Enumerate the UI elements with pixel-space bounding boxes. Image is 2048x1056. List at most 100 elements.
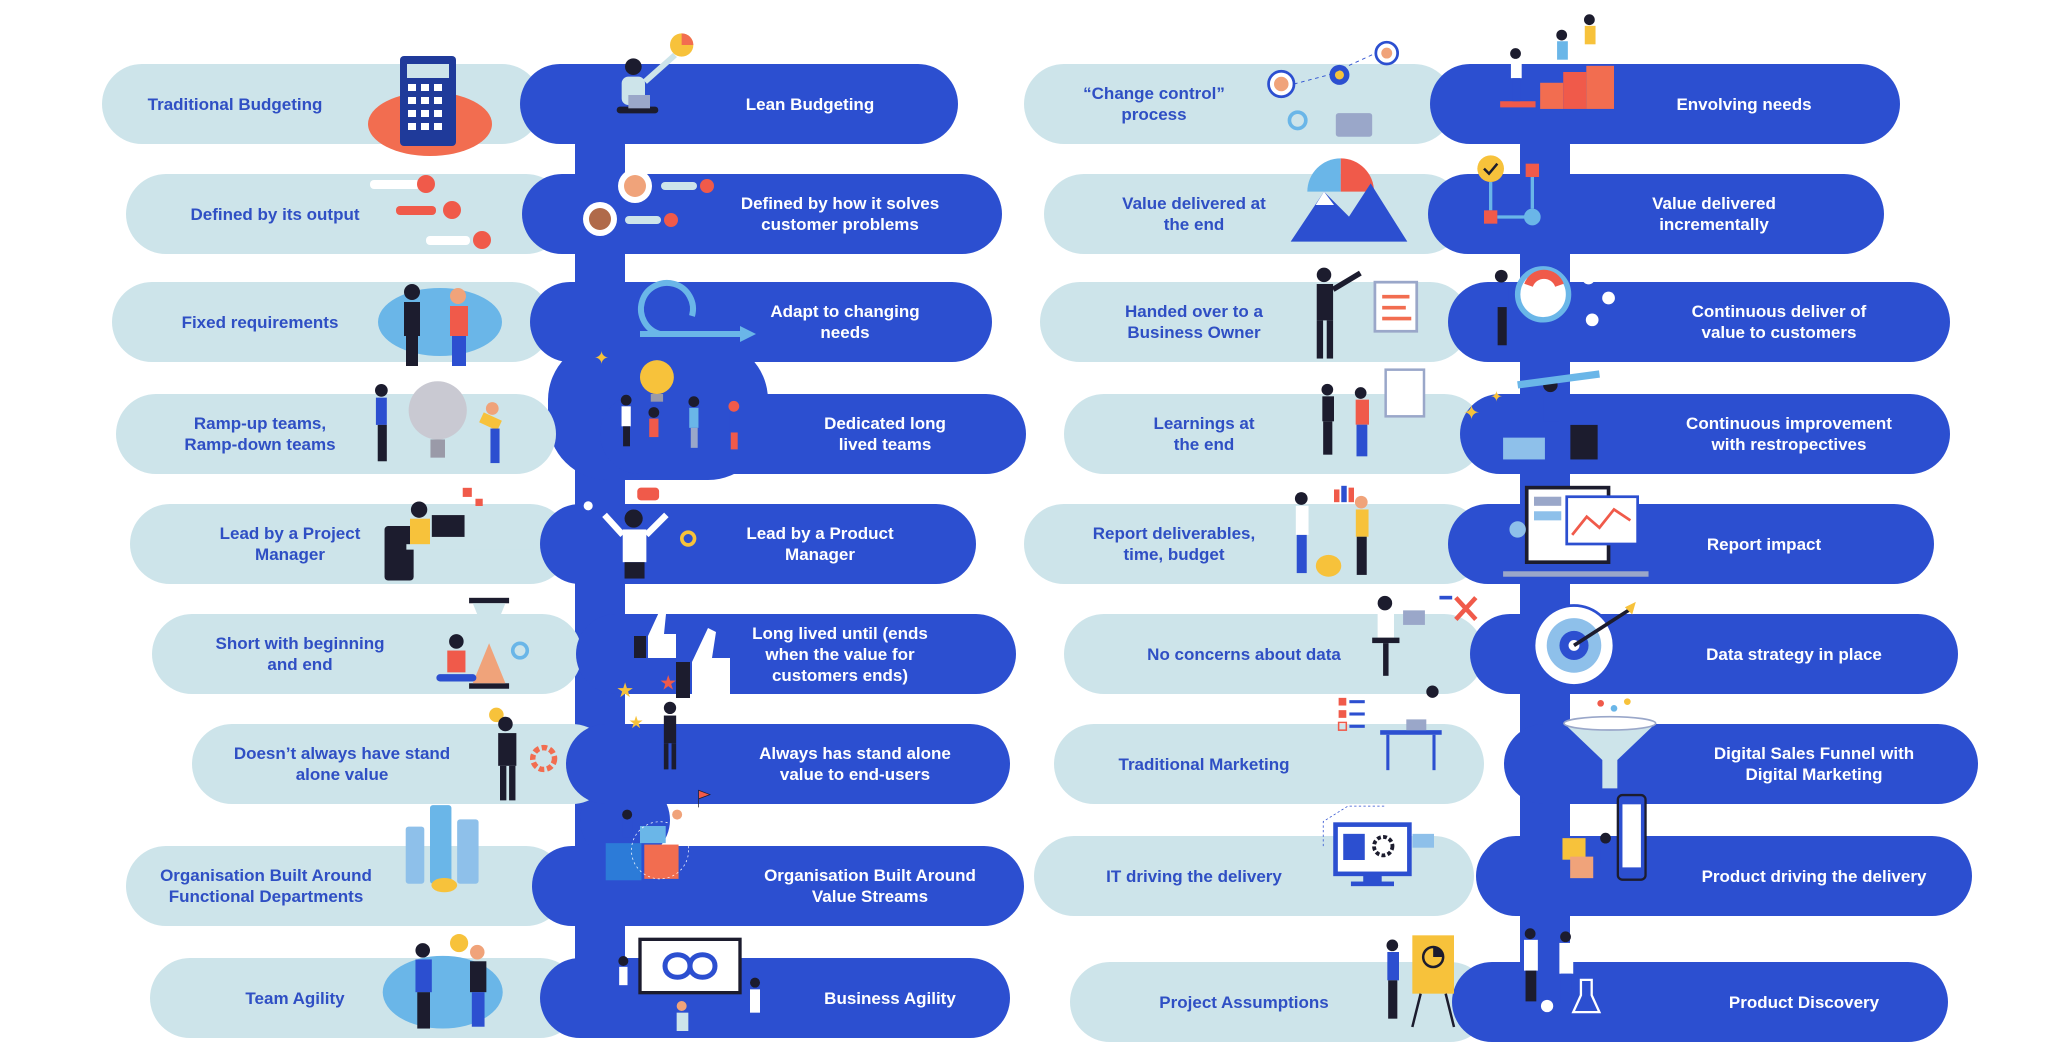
old-approach-label: Team Agility — [245, 988, 345, 1008]
old-approach-pill — [1024, 64, 1454, 144]
old-approach-label: No concerns about data — [1147, 644, 1341, 664]
person-ideas-icon — [583, 487, 697, 579]
new-approach-label: Long lived until (ends when the value fo… — [752, 623, 928, 685]
comparison-row: Team Agility Business Agility — [0, 934, 1024, 1038]
old-approach-pill — [152, 614, 582, 694]
old-approach-label: Handed over to a Business Owner — [1125, 302, 1263, 342]
new-approach-label: Report impact — [1706, 534, 1822, 554]
new-approach-label: Always has stand alone value to end-user… — [759, 744, 951, 784]
lab-people-icon — [1524, 928, 1602, 1014]
people-money-icon — [1294, 485, 1369, 577]
new-approach-label: Lead by a Product Manager — [746, 524, 894, 564]
comparison-row: Traditional Marketing Digital Sales Funn… — [1024, 685, 2048, 804]
people-whiteboard-icon — [1321, 368, 1426, 457]
person-stars-icon: ★★ ★ — [616, 672, 677, 770]
old-approach-pill — [130, 504, 570, 584]
old-approach-label: Fixed requirements — [181, 312, 339, 332]
new-approach-label: Data strategy in place — [1706, 644, 1882, 664]
comparison-row: Defined by its output Defined by how it … — [0, 169, 1024, 254]
person-laptop-chart-icon — [616, 33, 694, 114]
funnel-icon — [1563, 698, 1657, 789]
magnet-people-icon — [1494, 266, 1615, 346]
thumbs-up-icon — [634, 610, 730, 698]
new-approach-pill — [1428, 174, 1884, 254]
new-approach-label: Dedicated long lived teams — [824, 414, 946, 454]
coin-towers-icon — [405, 805, 479, 893]
person-at-desk-icon — [384, 487, 534, 581]
checklist-icon — [370, 175, 491, 249]
comparison-row: Organisation Built Around Functional Dep… — [0, 789, 1024, 926]
person-chart-board-icon — [1386, 935, 1456, 1028]
new-approach-pill — [1460, 394, 1950, 474]
new-approach-pill — [566, 724, 1010, 804]
new-approach-label: Adapt to changing needs — [770, 302, 920, 342]
target-arrow-icon — [1532, 601, 1636, 687]
people-climbing-steps-icon — [1500, 14, 1614, 109]
person-desk-cross-icon — [1372, 595, 1478, 676]
comparison-row: IT driving the delivery Product driving … — [1024, 793, 2048, 916]
old-approach-label: Lead by a Project Manager — [219, 524, 361, 564]
person-checklist-desk-icon — [1337, 685, 1442, 771]
people-boxes-flag-icon — [605, 789, 712, 881]
old-approach-label: Ramp-up teams, Ramp-down teams — [184, 414, 336, 454]
comparison-row: “Change control” process Envolving needs — [1024, 14, 2048, 144]
old-approach-label: Project Assumptions — [1159, 992, 1329, 1012]
old-approach-label: Short with beginning and end — [215, 634, 385, 674]
new-approach-label: Continuous improvement with restropectiv… — [1686, 414, 1892, 454]
old-approach-label: Report deliverables, time, budget — [1092, 524, 1256, 564]
comparison-row: Doesn’t always have stand alone value Al… — [0, 672, 1024, 804]
monitor-gears-icon — [1322, 805, 1434, 887]
comparison-row: Fixed requirements Adapt to changing nee… — [0, 279, 1024, 368]
new-approach-label: Lean Budgeting — [745, 94, 875, 114]
mountain-chart-icon — [1290, 158, 1408, 242]
dashboard-screen-icon — [1503, 485, 1649, 577]
two-people-bulb-icon — [382, 934, 503, 1029]
hourglass-icon — [436, 597, 530, 689]
new-approach-label: Defined by how it solves customer proble… — [740, 194, 940, 234]
svg-text:✦: ✦ — [1463, 402, 1480, 424]
new-approach-pill — [530, 282, 992, 362]
new-approach-label: Continuous deliver of value to customers — [1691, 302, 1867, 342]
new-approach-label: Value delivered incrementally — [1652, 194, 1776, 234]
infinity-screen-icon — [618, 937, 760, 1031]
new-approach-label: Product driving the delivery — [1701, 866, 1927, 886]
old-approach-pill — [1024, 504, 1484, 584]
new-approach-pill — [600, 394, 1026, 474]
old-approach-label: Traditional Budgeting — [147, 94, 323, 114]
old-approach-pill — [126, 174, 566, 254]
right-column: “Change control” process Envolving needs… — [1024, 0, 2048, 1056]
old-approach-label: Organisation Built Around Functional Dep… — [160, 866, 372, 906]
phone-boxes-icon — [1562, 793, 1647, 881]
comparison-row: Ramp-up teams, Ramp-down teams Dedicated… — [0, 360, 1026, 474]
comparison-row: Short with beginning and end Long lived … — [0, 597, 1024, 698]
old-approach-pill — [126, 846, 566, 926]
two-people-talking-icon — [378, 284, 502, 366]
comparison-row: Handed over to a Business Owner Continuo… — [1024, 266, 2048, 362]
svg-text:★: ★ — [616, 680, 634, 702]
people-pushing-bulb-icon — [375, 381, 502, 464]
old-approach-label: Learnings at the end — [1153, 414, 1255, 454]
comparison-row: No concerns about data Data strategy in … — [1024, 595, 2048, 694]
comparison-row: Report deliverables, time, budget Report… — [1024, 485, 2048, 584]
comparison-row: Value delivered at the end Value deliver… — [1024, 155, 2048, 254]
old-approach-label: Defined by its output — [190, 204, 360, 224]
new-approach-label: Digital Sales Funnel with Digital Market… — [1713, 744, 1915, 784]
presenter-board-icon — [1316, 267, 1419, 359]
left-column: Traditional Budgeting Lean Budgeting Def… — [0, 33, 1026, 1038]
person-pencil-icon: ✦✦ — [1463, 370, 1600, 460]
old-approach-pill — [116, 394, 556, 474]
new-approach-pill — [540, 504, 976, 584]
network-people-icon — [1267, 40, 1399, 137]
new-approach-pill — [520, 64, 958, 144]
customer-check-icon — [583, 169, 714, 236]
old-approach-pill — [1054, 724, 1484, 804]
svg-text:✦: ✦ — [1490, 389, 1502, 405]
new-approach-label: Envolving needs — [1676, 94, 1812, 114]
new-approach-pill — [540, 958, 1010, 1038]
new-approach-pill — [1476, 836, 1972, 916]
new-approach-label: Product Discovery — [1728, 992, 1880, 1012]
flow-diagram-icon — [1477, 155, 1541, 226]
calculator-icon — [368, 56, 492, 156]
new-approach-label: Organisation Built Around Value Streams — [764, 866, 976, 906]
loop-arrow-icon: ✦ — [594, 279, 756, 368]
